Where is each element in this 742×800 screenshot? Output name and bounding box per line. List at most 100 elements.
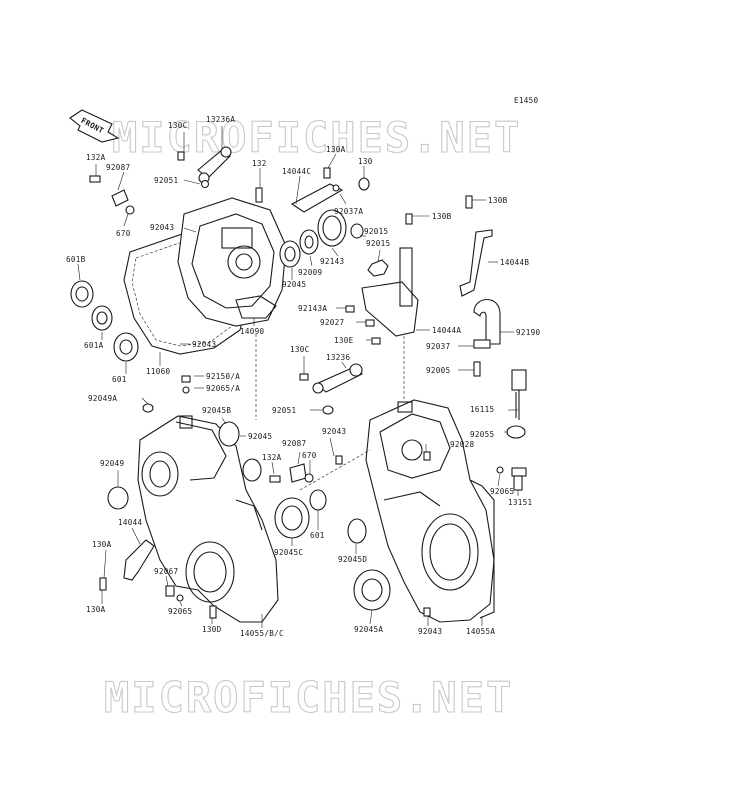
- crankcase-14055A: [365, 399, 495, 623]
- bolt-130A-left: [99, 577, 107, 591]
- bearing-92045-upper: [279, 240, 301, 268]
- bracket-14044C: [290, 183, 344, 213]
- oring-670: [125, 205, 135, 215]
- label-130B-a: 130B: [432, 212, 452, 221]
- label-130A-bottom: 130A: [86, 605, 106, 614]
- label-130A-left: 130A: [92, 540, 112, 549]
- bolt-130A-top: [323, 167, 331, 179]
- label-92005: 92005: [426, 366, 450, 375]
- label-92015-b: 92015: [366, 239, 390, 248]
- label-132A-lower: 132A: [262, 453, 282, 462]
- label-130E: 130E: [334, 336, 354, 345]
- label-92027: 92027: [320, 318, 344, 327]
- label-92028: 92028: [450, 440, 474, 449]
- label-130B-b: 130B: [488, 196, 508, 205]
- fitting-92087: [111, 189, 129, 207]
- bearing-92045D: [347, 518, 367, 544]
- bearing-92045-lower: [242, 458, 262, 482]
- ring-92015: [350, 223, 364, 239]
- label-92045C: 92045C: [274, 548, 303, 557]
- label-92055: 92055: [470, 430, 494, 439]
- label-92051-mid: 92051: [272, 406, 296, 415]
- dipstick-16115: [511, 369, 527, 420]
- label-92045-mid: 92045: [248, 432, 272, 441]
- label-92143A: 92143A: [298, 304, 327, 313]
- label-92087-top: 92087: [106, 163, 130, 172]
- lever-13236: [312, 363, 364, 394]
- label-16115: 16115: [470, 405, 494, 414]
- label-92015-a: 92015: [364, 227, 388, 236]
- bolt-132: [255, 187, 263, 203]
- fitting-92087-lower: [289, 463, 307, 483]
- bearing-92045B: [218, 421, 240, 447]
- bolt-130B-a: [405, 213, 413, 225]
- pin-92043-mid: [335, 455, 343, 465]
- label-14044A: 14044A: [432, 326, 461, 335]
- crankcase-14055BC: [137, 415, 279, 623]
- label-14044C: 14044C: [282, 167, 311, 176]
- washer-92065A: [182, 386, 190, 394]
- label-13236A: 13236A: [206, 115, 235, 124]
- oring-670-lower: [304, 473, 314, 483]
- bolt-130D: [209, 605, 217, 619]
- cap-130: [358, 177, 370, 191]
- label-92045B: 92045B: [202, 406, 231, 415]
- label-670-top: 670: [116, 229, 131, 238]
- label-92190: 92190: [516, 328, 540, 337]
- label-92150A: 92150/A: [206, 372, 240, 381]
- label-92067: 92067: [154, 567, 178, 576]
- bolt-130B-b: [465, 195, 473, 209]
- part-labels: 130C 13236A 132A 92087 92051 670 92043 1…: [66, 115, 540, 638]
- bolt-92043-right: [423, 607, 431, 617]
- bearing-92045A: [353, 569, 391, 611]
- label-92087-lower: 92087: [282, 439, 306, 448]
- label-132A-top: 132A: [86, 153, 106, 162]
- bolt-130E: [371, 337, 381, 345]
- bearing-92045C: [274, 497, 310, 539]
- label-13151: 13151: [508, 498, 532, 507]
- bolt-132A-lower: [269, 475, 281, 483]
- bolt-92067: [165, 585, 175, 597]
- label-601: 601: [112, 375, 127, 384]
- label-92049: 92049: [100, 459, 124, 468]
- seal-601B: [70, 280, 94, 308]
- label-13236: 13236: [326, 353, 350, 362]
- label-92051-top: 92051: [154, 176, 178, 185]
- front-arrow-icon: FRONT: [69, 109, 120, 143]
- label-601A: 601A: [84, 341, 104, 350]
- label-14044: 14044: [118, 518, 142, 527]
- label-92143: 92143: [320, 257, 344, 266]
- label-92045-top: 92045: [282, 280, 306, 289]
- label-670-lower: 670: [302, 451, 317, 460]
- label-92009: 92009: [298, 268, 322, 277]
- bracket-14044A: [361, 247, 419, 337]
- label-11060: 11060: [146, 367, 170, 376]
- label-14055BC: 14055/B/C: [240, 629, 284, 638]
- leader-lines: [77, 126, 519, 628]
- washer-92065-left: [176, 594, 184, 602]
- cover-14090: [177, 197, 287, 327]
- seal-92009: [299, 229, 319, 255]
- label-14044B: 14044B: [500, 258, 529, 267]
- label-130: 130: [358, 157, 373, 166]
- label-92043-mid: 92043: [322, 427, 346, 436]
- label-92037: 92037: [426, 342, 450, 351]
- label-601-lower: 601: [310, 531, 325, 540]
- label-92043-top: 92043: [150, 223, 174, 232]
- label-130C-mid: 130C: [290, 345, 310, 354]
- label-132: 132: [252, 159, 267, 168]
- label-14055A: 14055A: [466, 627, 495, 636]
- ring-92143: [317, 209, 347, 247]
- washer-92051-mid: [322, 405, 334, 415]
- label-130D: 130D: [202, 625, 222, 634]
- washer-92051: [200, 179, 210, 189]
- label-92065-right: 92065: [490, 487, 514, 496]
- bracket-14044: [123, 539, 155, 581]
- watermark-bottom: MICROFICHES.NET: [104, 673, 513, 722]
- nut-92015: [367, 259, 389, 277]
- label-92043-right: 92043: [418, 627, 442, 636]
- oring-92055: [506, 425, 526, 439]
- bolt-92150A: [181, 375, 191, 383]
- bracket-14044B: [459, 229, 493, 297]
